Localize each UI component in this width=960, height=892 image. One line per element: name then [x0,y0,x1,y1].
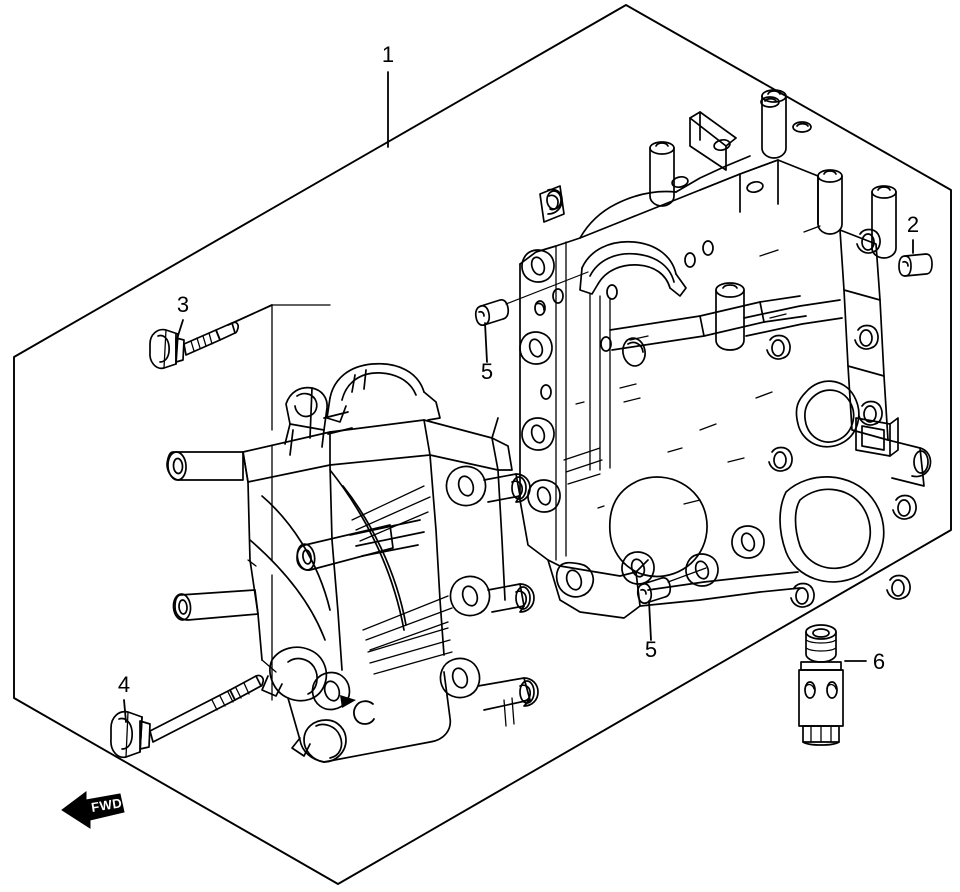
callout-leaders [123,71,914,723]
callout-number-5b: 5 [645,637,657,662]
assembly-boundary-frame [13,4,952,885]
part-5a-dowel-pin [474,271,589,327]
callout-number-6: 6 [873,649,885,674]
part-4-long-bolt [110,674,265,759]
part-2-dowel-pin [898,253,933,277]
leader-4 [123,699,127,723]
crankcase-half-part [166,304,539,763]
part-6-relief-valve [798,624,844,746]
callout-number-1: 1 [382,42,394,67]
fwd-arrow-icon [61,791,125,829]
leader-3 [175,319,184,343]
callout-number-3: 3 [177,292,189,317]
fwd-label: FWD [90,795,123,815]
fwd-orientation-marker: FWD [61,791,125,829]
leader-3-frame [227,304,273,326]
cylinder-block-part [519,89,932,619]
part-3-short-bolt [149,321,240,370]
callout-labels: 1 2 3 4 5 5 6 [118,42,919,697]
leader-5b [648,600,652,641]
callout-number-2: 2 [907,212,919,237]
leader-5a [484,322,488,363]
callout-number-4: 4 [118,672,130,697]
callout-number-5a: 5 [481,359,493,384]
